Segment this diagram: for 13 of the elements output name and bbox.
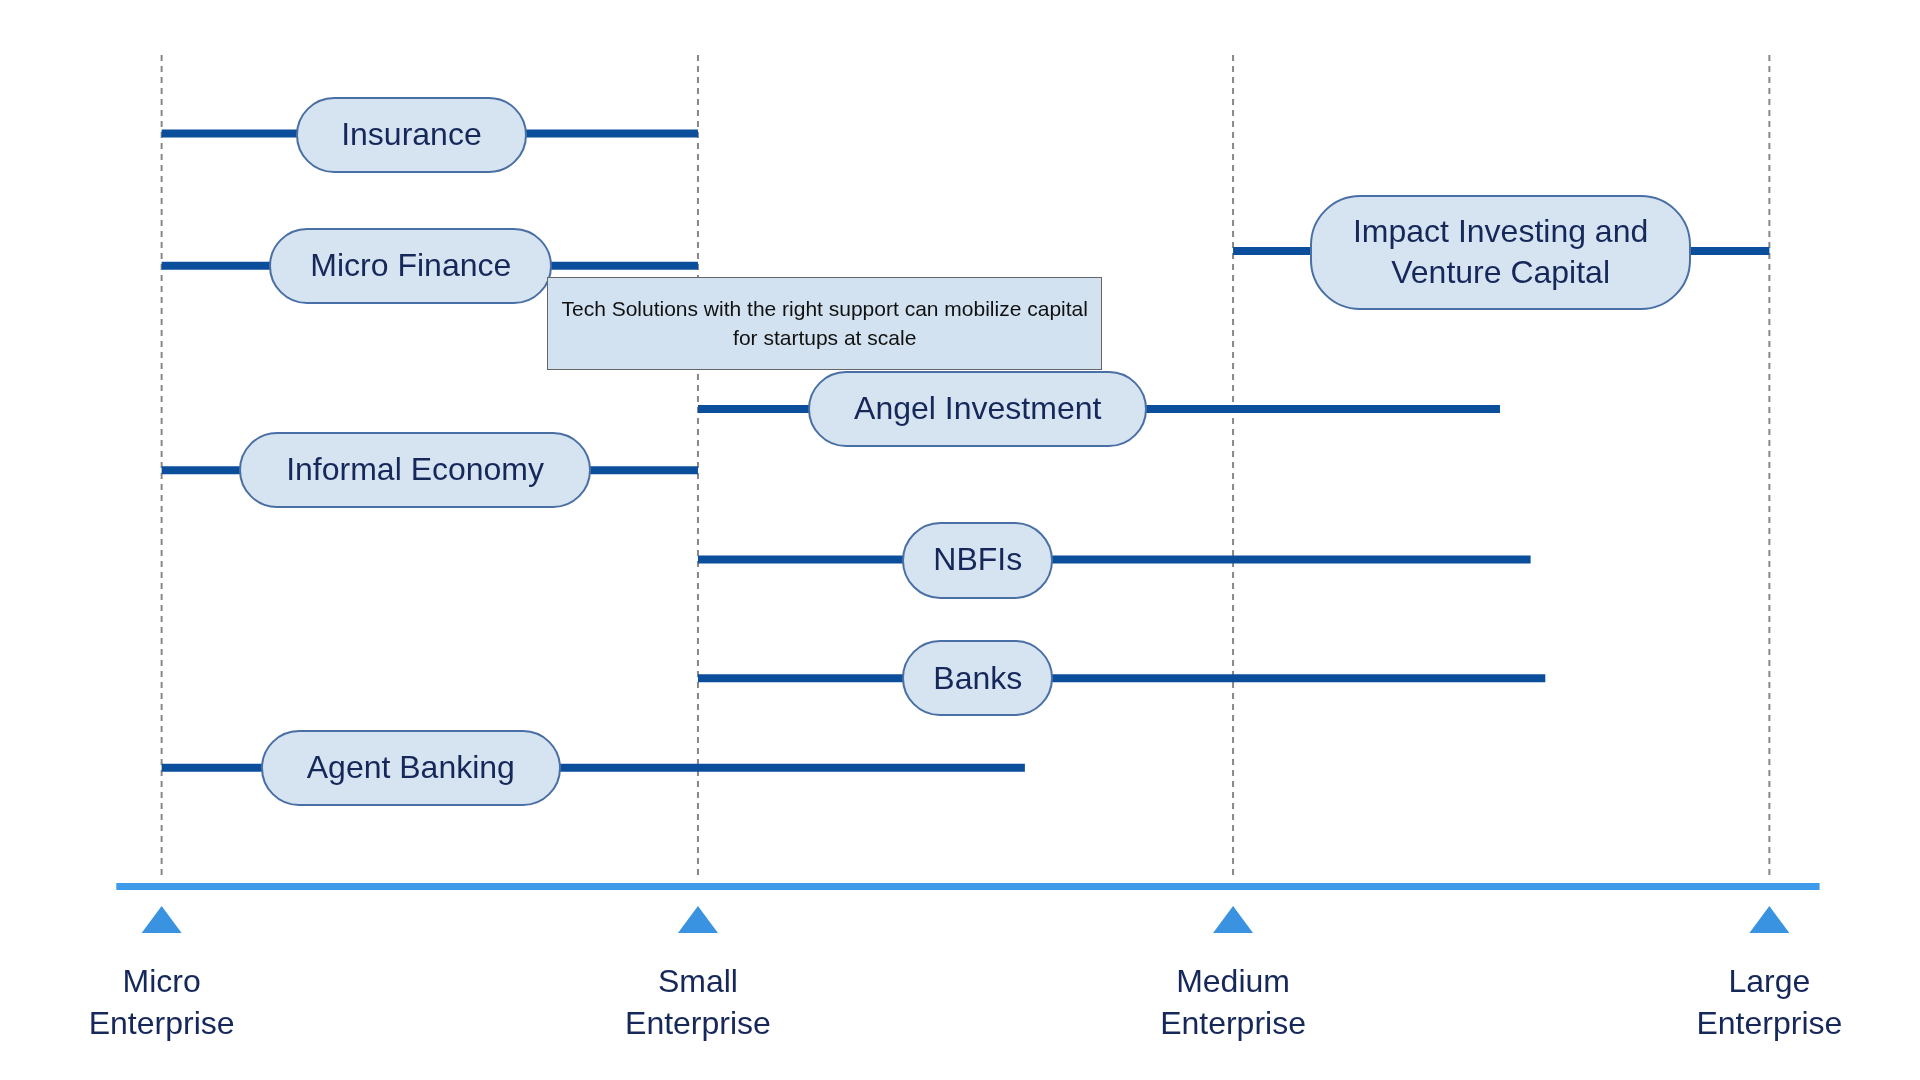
note-box: Tech Solutions with the right support can mobilize capital for startups at scale: [547, 276, 1103, 370]
range-pill: Banks: [902, 640, 1054, 717]
range-pill: Impact Investing and Venture Capital: [1310, 194, 1691, 310]
range-pill: Insurance: [296, 96, 527, 173]
axis-label: Medium Enterprise: [1159, 962, 1307, 1043]
range-pill: NBFIs: [902, 521, 1054, 599]
range-pill: Micro Finance: [269, 227, 553, 304]
range-pill: Agent Banking: [260, 729, 561, 806]
axis-label: Large Enterprise: [1695, 962, 1844, 1043]
axis-label: Small Enterprise: [624, 962, 772, 1043]
range-pill: Angel Investment: [808, 371, 1148, 447]
axis-label: Micro Enterprise: [87, 962, 236, 1043]
range-pill: Informal Economy: [238, 432, 592, 509]
